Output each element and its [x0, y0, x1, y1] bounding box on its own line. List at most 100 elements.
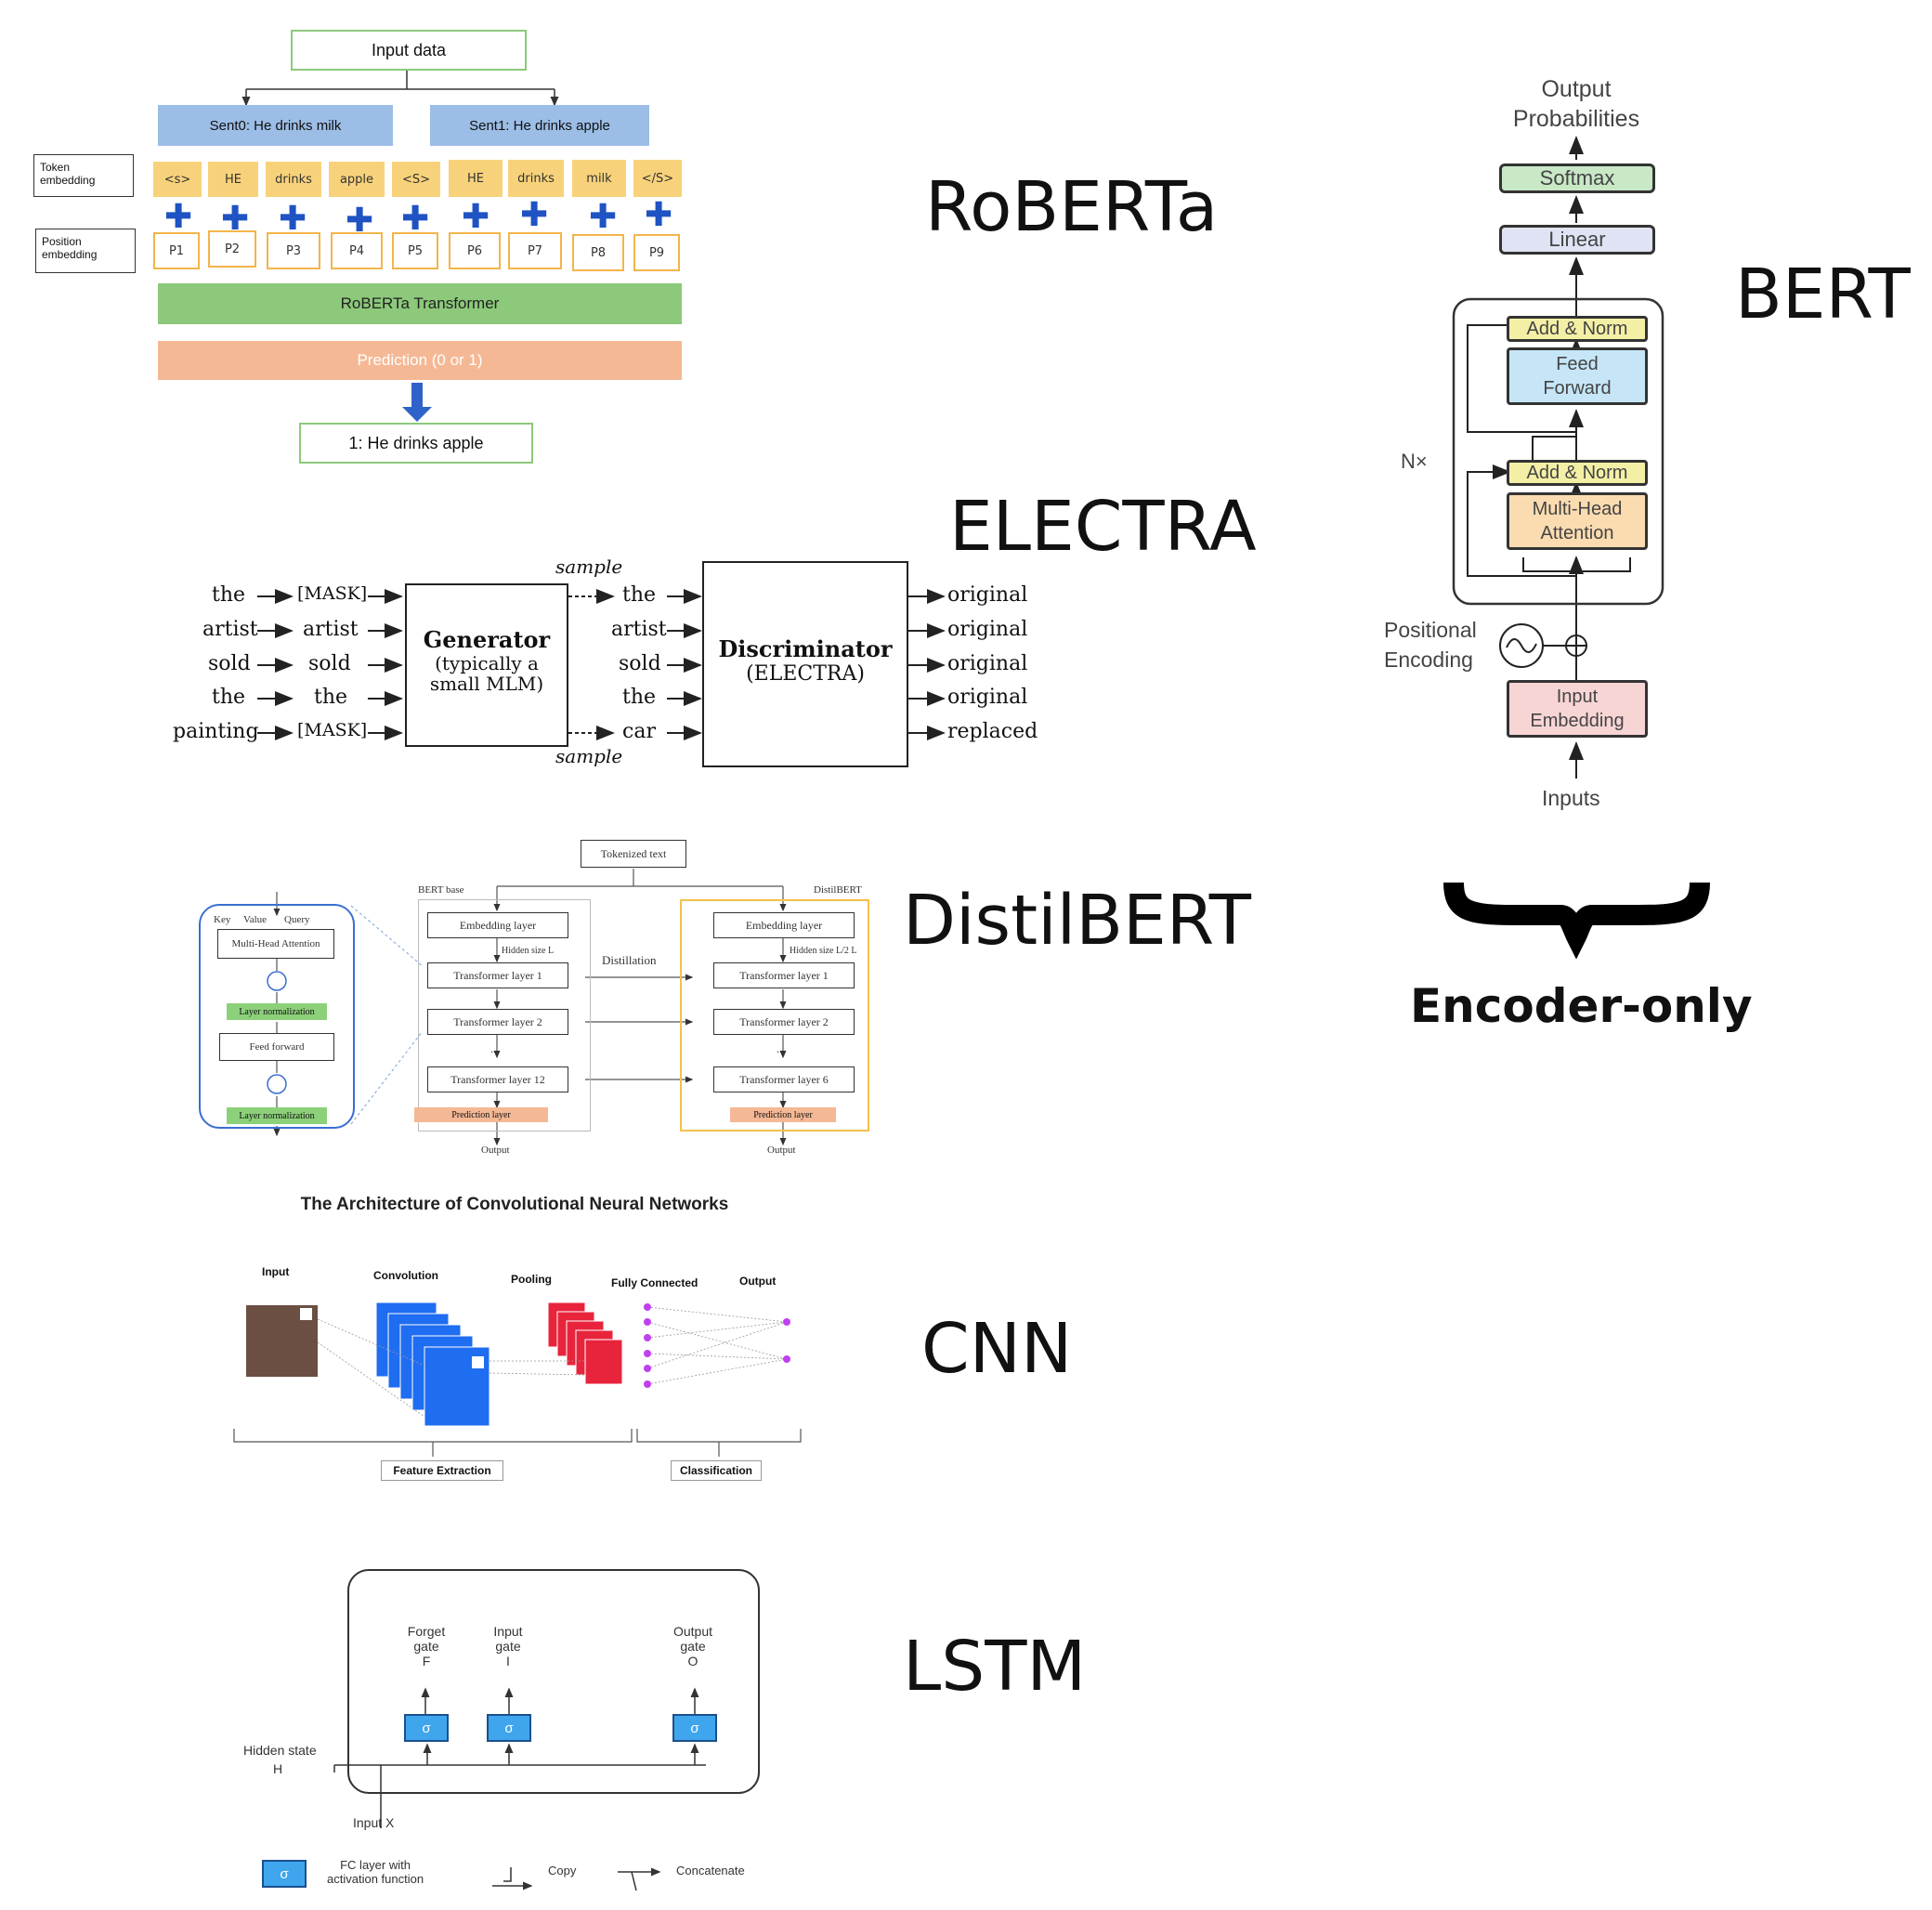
- electra-masked: sold: [308, 652, 351, 675]
- roberta-position: P3: [267, 232, 320, 269]
- roberta-down-arrow: [402, 383, 432, 422]
- electra-input: the: [212, 583, 246, 607]
- plus-icon: ✚: [589, 198, 618, 236]
- roberta-sent0: Sent0: He drinks milk: [158, 105, 393, 146]
- roberta-token: drinks: [266, 162, 321, 197]
- cnn-pooling-label: Pooling: [511, 1273, 552, 1286]
- plus-icon: ✚: [279, 200, 307, 238]
- distil-student-layer: Embedding layer: [713, 912, 855, 938]
- cnn-classification: Classification: [671, 1460, 762, 1481]
- roberta-token: <s>: [153, 162, 202, 197]
- bert-add-norm-bottom: Add & Norm: [1507, 460, 1648, 486]
- distil-feed-forward: Feed forward: [219, 1033, 334, 1061]
- roberta-transformer: RoBERTa Transformer: [158, 283, 682, 324]
- cnn-shapes: [233, 1302, 802, 1457]
- plus-icon: ✚: [401, 200, 430, 238]
- distil-kvq-query: Query: [284, 914, 310, 925]
- lstm-legend-concatenate: Concatenate: [676, 1864, 745, 1877]
- plus-icon: ✚: [520, 196, 549, 234]
- roberta-position: P5: [392, 232, 438, 269]
- lstm-lines: [333, 1569, 760, 1891]
- roberta-position: P2: [208, 230, 256, 268]
- roberta-position-embedding-label: Position embedding: [35, 229, 136, 273]
- lstm-hidden-h: H: [273, 1761, 283, 1776]
- roberta-token: apple: [329, 162, 385, 197]
- electra-output: original: [947, 618, 1028, 641]
- distil-adders: [267, 971, 287, 1094]
- lstm-input-x: Input X: [353, 1815, 395, 1830]
- electra-input: artist: [202, 618, 258, 641]
- electra-output: original: [947, 686, 1028, 709]
- distil-tokenized: Tokenized text: [581, 840, 686, 868]
- distil-lines: [273, 869, 787, 1146]
- electra-generator-sub2: small MLM): [429, 673, 544, 695]
- distil-layer-norm2: Layer normalization: [227, 1107, 327, 1124]
- roberta-output: 1: He drinks apple: [299, 423, 533, 464]
- distil-student-layer: Transformer layer 6: [713, 1066, 855, 1092]
- distil-mha: Multi-Head Attention: [217, 929, 334, 959]
- roberta-sent1: Sent1: He drinks apple: [430, 105, 649, 146]
- electra-arrows: [257, 589, 946, 740]
- roberta-token: <S>: [392, 162, 440, 197]
- lstm-forget-sigma: σ: [404, 1714, 449, 1742]
- distil-teacher-ellipsis: ...: [490, 1042, 499, 1055]
- electra-sampled: car: [622, 720, 656, 743]
- plus-icon: ✚: [164, 198, 193, 236]
- distil-kvq-value: Value: [243, 914, 268, 925]
- distil-student-panel: [680, 899, 869, 1132]
- roberta-position: P1: [153, 232, 200, 269]
- electra-input: sold: [208, 652, 251, 675]
- distil-student-layer: Transformer layer 1: [713, 962, 855, 988]
- distil-student-ellipsis: ...: [777, 1042, 785, 1055]
- electra-discriminator-box: Discriminator (ELECTRA): [702, 561, 908, 767]
- electra-sampled: the: [622, 583, 657, 607]
- electra-discriminator-title: Discriminator: [718, 635, 893, 662]
- electra-sample-bottom: sample: [555, 745, 623, 767]
- lstm-legend-sigma: σ: [262, 1860, 307, 1888]
- roberta-token: HE: [449, 160, 503, 197]
- label-electra: ELECTRA: [949, 487, 1257, 567]
- roberta-token: </S>: [633, 160, 682, 197]
- lstm-output-sigma: σ: [672, 1714, 717, 1742]
- lstm-hidden-state: Hidden state: [243, 1743, 317, 1758]
- electra-output: replaced: [947, 720, 1038, 743]
- distil-kvq-key: Key: [214, 914, 231, 925]
- cnn-fully-connected-label: Fully Connected: [611, 1276, 698, 1289]
- label-roberta: RoBERTa: [925, 167, 1219, 247]
- electra-masked: [MASK]: [297, 720, 368, 740]
- distil-hidden-right: Hidden size L/2 L: [790, 946, 857, 956]
- roberta-token: milk: [572, 160, 626, 197]
- label-lstm: LSTM: [903, 1627, 1087, 1707]
- lstm-input-sigma: σ: [487, 1714, 531, 1742]
- electra-input: the: [212, 686, 246, 709]
- electra-generator-box: Generator (typically a small MLM): [405, 583, 568, 747]
- electra-output: original: [947, 583, 1028, 607]
- roberta-position: P8: [572, 234, 624, 271]
- roberta-token: HE: [208, 162, 258, 197]
- electra-input: painting: [173, 720, 259, 743]
- roberta-position: P4: [331, 232, 383, 269]
- bert-add-norm-top: Add & Norm: [1507, 316, 1648, 342]
- plus-icon: ✚: [462, 198, 490, 236]
- cnn-title: The Architecture of Convolutional Neural…: [300, 1195, 729, 1214]
- cnn-convolution-label: Convolution: [373, 1269, 438, 1282]
- distil-distillation: Distillation: [602, 953, 657, 967]
- distil-teacher-prediction: Prediction layer: [414, 1107, 548, 1122]
- label-bert: BERT: [1735, 255, 1911, 334]
- distil-teacher-panel: [418, 899, 591, 1132]
- distil-teacher-layer: Transformer layer 2: [427, 1009, 568, 1035]
- distil-student-layer: Transformer layer 2: [713, 1009, 855, 1035]
- distil-student-prediction: Prediction layer: [730, 1107, 836, 1122]
- electra-discriminator-sub: (ELECTRA): [746, 662, 865, 686]
- curly-brace: [1443, 882, 1710, 960]
- electra-sampled: sold: [619, 652, 661, 675]
- electra-masked: the: [314, 686, 348, 709]
